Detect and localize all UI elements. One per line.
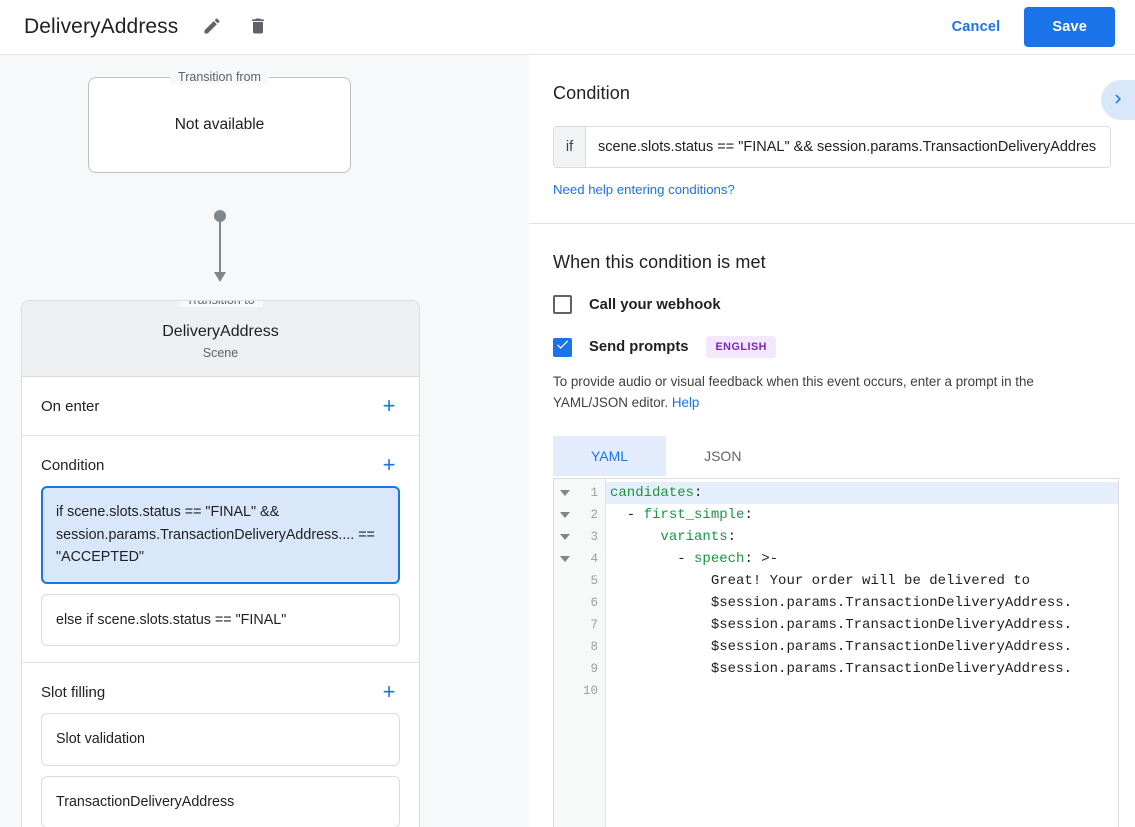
- transition-to-title: DeliveryAddress: [162, 323, 279, 340]
- editor-code-line: Great! Your order will be delivered to: [710, 573, 1031, 589]
- editor-code-line: candidates:: [606, 482, 1118, 504]
- if-label: if: [554, 127, 586, 167]
- condition-list: if scene.slots.status == "FINAL" && sess…: [22, 486, 419, 662]
- check-icon: [555, 337, 570, 357]
- editor-code-area[interactable]: candidates: - first_simple: variants: - …: [606, 479, 1118, 827]
- trash-icon: [248, 16, 268, 39]
- add-slot-filling-icon[interactable]: +: [382, 679, 396, 705]
- editor-line-number: 3: [554, 526, 605, 548]
- fold-toggle-icon[interactable]: [560, 534, 570, 540]
- add-condition-icon[interactable]: +: [382, 452, 396, 477]
- cancel-button[interactable]: Cancel: [936, 9, 1017, 45]
- transition-to-subtitle: Scene: [202, 346, 239, 360]
- editor-code-line: $session.params.TransactionDeliveryAddre…: [710, 595, 1073, 611]
- send-prompts-checkbox[interactable]: [553, 337, 572, 357]
- pencil-icon: [202, 16, 222, 39]
- condition-input-row: if: [553, 126, 1111, 168]
- condition-heading: Condition: [553, 83, 630, 103]
- section-header-slot-filling: Slot filling +: [22, 663, 419, 713]
- list-item[interactable]: TransactionDeliveryAddress: [41, 775, 400, 827]
- save-button[interactable]: Save: [1024, 7, 1115, 47]
- editor-code-line: - speech: >-: [610, 551, 779, 567]
- webhook-row: Call your webhook: [553, 295, 1111, 314]
- editor-code-line: $session.params.TransactionDeliveryAddre…: [710, 617, 1073, 633]
- condition-help-link[interactable]: Need help entering conditions?: [553, 182, 735, 197]
- section-title-on-enter: On enter: [41, 397, 100, 415]
- slot-filling-list: Slot validation TransactionDeliveryAddre…: [22, 713, 419, 827]
- editor-code-line: $session.params.TransactionDeliveryAddre…: [710, 661, 1073, 677]
- editor-line-number: 6: [590, 596, 598, 610]
- editor-code-line: [606, 680, 1118, 702]
- webhook-checkbox[interactable]: [553, 295, 572, 314]
- transition-from-legend: Transition from: [170, 70, 269, 84]
- chevron-right-icon: [1109, 90, 1127, 111]
- when-condition-met-heading: When this condition is met: [553, 252, 766, 272]
- send-prompts-description: To provide audio or visual feedback when…: [553, 372, 1111, 414]
- tab-json[interactable]: JSON: [666, 436, 779, 476]
- list-item[interactable]: Slot validation: [41, 713, 400, 766]
- condition-input[interactable]: [586, 127, 1110, 167]
- fold-toggle-icon[interactable]: [560, 556, 570, 562]
- transition-connector: [214, 210, 226, 288]
- edit-button[interactable]: [194, 9, 230, 45]
- section-slot-filling: Slot filling + Slot validation Transacti…: [22, 663, 419, 827]
- left-panel: Transition from Not available Transition…: [0, 55, 529, 827]
- editor-line-number: 7: [590, 618, 598, 632]
- connector-line: [219, 216, 221, 276]
- webhook-label: Call your webhook: [589, 296, 721, 313]
- editor-line-number: 1: [554, 482, 605, 504]
- editor-line-number: 4: [554, 548, 605, 570]
- editor-line-number: 10: [582, 684, 598, 698]
- editor-line-number: 2: [554, 504, 605, 526]
- fold-toggle-icon[interactable]: [560, 490, 570, 496]
- transition-to-legend: Transition to: [178, 301, 263, 307]
- top-bar: DeliveryAddress Cancel Save: [0, 0, 1135, 55]
- language-badge: ENGLISH: [706, 336, 776, 358]
- list-item[interactable]: else if scene.slots.status == "FINAL": [41, 593, 400, 647]
- section-title-slot-filling: Slot filling: [41, 683, 106, 701]
- editor-line-number: 9: [590, 662, 598, 676]
- fold-toggle-icon[interactable]: [560, 512, 570, 518]
- section-on-enter: On enter +: [22, 377, 419, 436]
- add-on-enter-icon[interactable]: +: [382, 393, 396, 418]
- connector-arrow-icon: [214, 272, 226, 282]
- transition-from-card: Transition from Not available: [88, 70, 351, 173]
- editor-line-number: 8: [590, 640, 598, 654]
- transition-from-value: Not available: [174, 116, 265, 133]
- expand-panel-button[interactable]: [1101, 80, 1135, 120]
- condition-section: Condition if Need help entering conditio…: [529, 55, 1135, 199]
- transition-to-card: Transition to DeliveryAddress Scene On e…: [21, 300, 420, 827]
- editor-code-line: - first_simple:: [610, 507, 753, 523]
- send-prompts-row: Send prompts ENGLISH: [553, 336, 1111, 358]
- editor-line-number: 5: [590, 574, 598, 588]
- list-item[interactable]: if scene.slots.status == "FINAL" && sess…: [41, 486, 400, 584]
- section-title-condition: Condition: [41, 456, 105, 474]
- editor-code-line: variants:: [660, 529, 737, 545]
- send-prompts-label: Send prompts: [589, 339, 689, 355]
- section-header-condition: Condition +: [22, 436, 419, 486]
- section-header-on-enter: On enter +: [22, 377, 419, 435]
- section-condition: Condition + if scene.slots.status == "FI…: [22, 436, 419, 664]
- tab-yaml[interactable]: YAML: [553, 435, 667, 476]
- page-title: DeliveryAddress: [24, 15, 179, 38]
- transition-to-header: Transition to DeliveryAddress Scene: [22, 301, 419, 377]
- editor-format-tabs: YAML JSON: [553, 435, 1111, 476]
- delete-button[interactable]: [240, 9, 276, 45]
- help-link[interactable]: Help: [671, 394, 700, 410]
- panel-divider: [529, 223, 1135, 224]
- description-text: To provide audio or visual feedback when…: [553, 374, 1034, 410]
- editor-code-line: $session.params.TransactionDeliveryAddre…: [710, 639, 1073, 655]
- topbar-actions: Cancel Save: [936, 7, 1135, 47]
- when-condition-met-section: When this condition is met Call your web…: [529, 224, 1135, 476]
